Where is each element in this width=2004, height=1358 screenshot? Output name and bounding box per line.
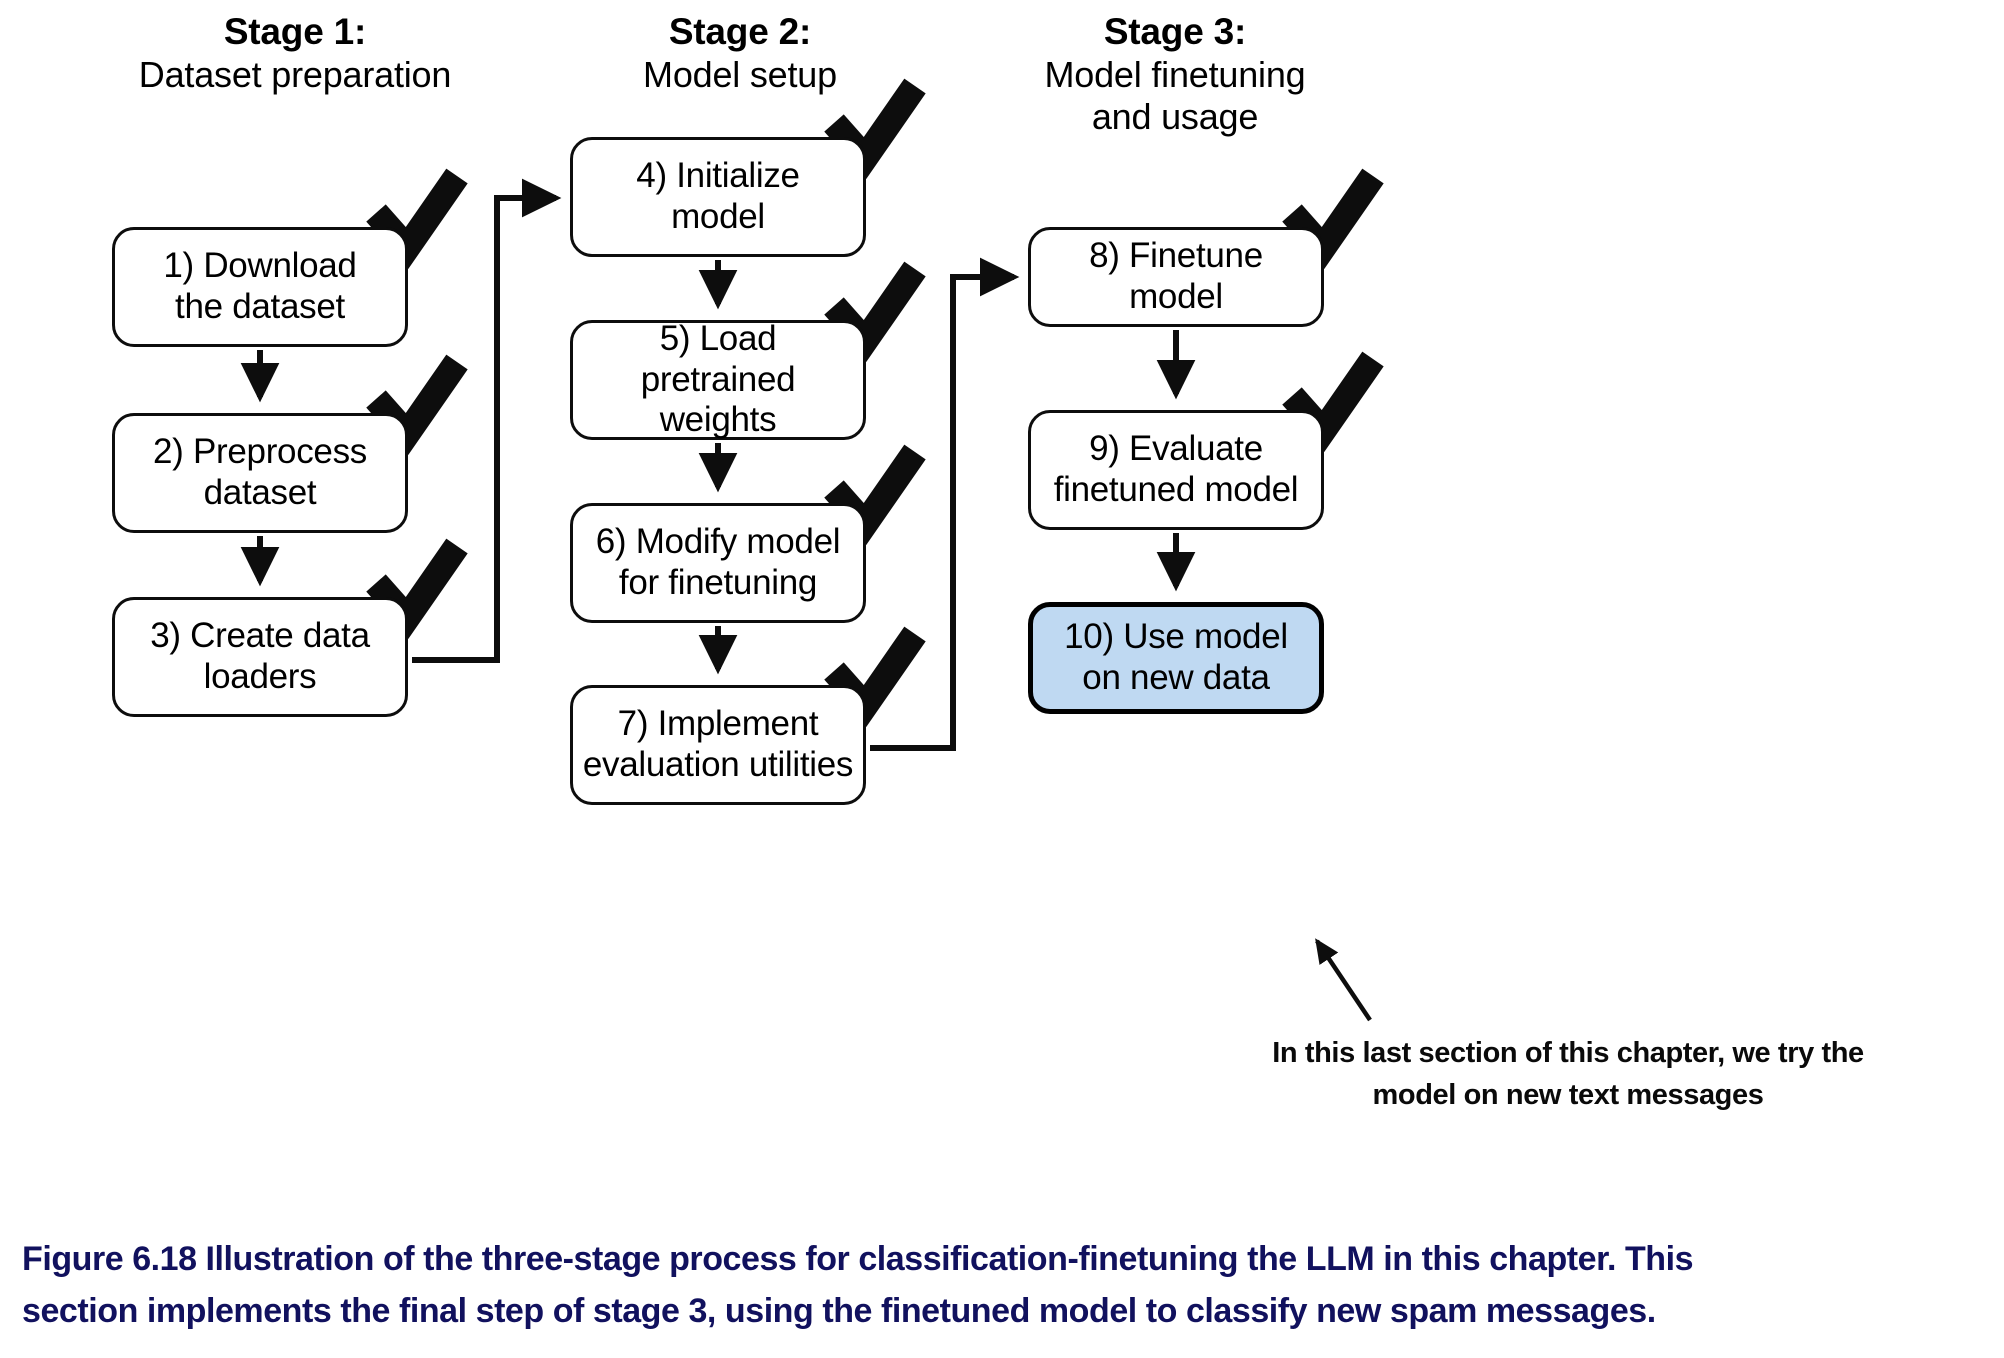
process-node-use-model-on-new-data[interactable]: 10) Use model on new data [1028, 602, 1324, 714]
process-node-preprocess-dataset[interactable]: 2) Preprocess dataset [112, 413, 408, 533]
caption-line-1: Figure 6.18 Illustration of the three-st… [22, 1240, 1694, 1278]
node-4-line2: model [671, 197, 765, 236]
process-node-load-pretrained-weights[interactable]: 5) Load pretrained weights [570, 318, 866, 440]
stage-header-3: Stage 3: Model finetuning and usage [935, 10, 1415, 139]
node-9-line2: finetuned model [1053, 470, 1299, 509]
node-5-line2: weights [659, 400, 777, 440]
process-node-create-data-loaders[interactable]: 3) Create data loaders [112, 597, 408, 717]
process-node-implement-evaluation-utilities[interactable]: 7) Implement evaluation utilities [570, 685, 866, 805]
connector-stage1-to-stage2 [412, 178, 562, 663]
stage-3-subtitle-line2: and usage [1091, 96, 1259, 138]
node-6-line1: 6) Modify model [595, 522, 841, 562]
stage-3-subtitle: Model finetuning [1044, 53, 1306, 95]
node-5-line1: 5) Load pretrained [640, 318, 796, 399]
process-node-finetune-model[interactable]: 8) Finetune model [1028, 227, 1324, 327]
node-9-line1: 9) Evaluate [1089, 429, 1263, 469]
node-10-line2: on new data [1082, 658, 1270, 697]
stage-header-1: Stage 1: Dataset preparation [55, 10, 535, 96]
stage-2-title: Stage 2: [668, 11, 812, 52]
stage-header-2: Stage 2: Model setup [500, 10, 980, 96]
node-4-line1: 4) Initialize [636, 156, 800, 196]
process-node-evaluate-finetuned-model[interactable]: 9) Evaluate finetuned model [1028, 410, 1324, 530]
process-node-initialize-model[interactable]: 4) Initialize model [570, 137, 866, 257]
annotation-text: In this last section of this chapter, we… [1218, 1032, 1918, 1116]
stage-1-subtitle: Dataset preparation [138, 53, 452, 95]
caption-line-2: section implements the final step of sta… [22, 1291, 1656, 1330]
process-node-modify-model[interactable]: 6) Modify model for finetuning [570, 503, 866, 623]
stage-3-title: Stage 3: [1103, 11, 1247, 52]
process-node-download-dataset[interactable]: 1) Download the dataset [112, 227, 408, 347]
annotation-line-1: In this last section of this chapter, we… [1272, 1037, 1864, 1069]
node-3-line2: loaders [203, 657, 317, 696]
node-7-line1: 7) Implement [617, 704, 819, 744]
node-1-line2: the dataset [175, 287, 345, 326]
node-1-line1: 1) Download [163, 246, 357, 286]
stage-2-subtitle: Model setup [643, 53, 837, 95]
annotation-line-2: model on new text messages [1372, 1079, 1764, 1112]
annotation-arrow-icon [1315, 938, 1372, 1022]
node-8-line1: 8) Finetune model [1089, 236, 1263, 316]
node-6-line2: for finetuning [618, 563, 818, 602]
node-10-line1: 10) Use model [1064, 617, 1288, 657]
connector-stage2-to-stage3 [870, 257, 1020, 751]
node-2-line1: 2) Preprocess [153, 432, 367, 472]
node-3-line1: 3) Create data [150, 616, 370, 656]
stage-1-title: Stage 1: [223, 11, 367, 52]
node-2-line2: dataset [203, 473, 317, 512]
node-7-line2: evaluation utilities [582, 745, 854, 784]
figure-caption: Figure 6.18 Illustration of the three-st… [22, 1234, 1984, 1337]
